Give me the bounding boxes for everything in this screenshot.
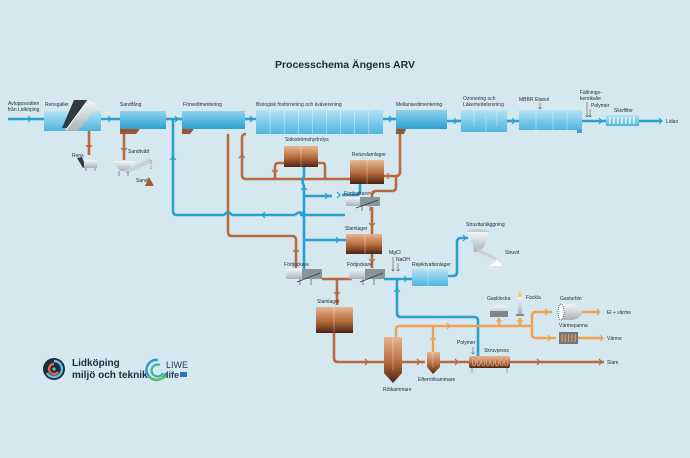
label-varmepanna: Värmepanna: [559, 323, 588, 329]
label-struvitanlaggning: Struvitanläggning: [466, 222, 505, 228]
struvitanlaggning: [467, 229, 503, 266]
efterrotkammare: [427, 352, 440, 374]
filter-disc: [609, 117, 611, 124]
label-polymer-bottom: Polymer: [457, 340, 476, 346]
label-ozonering-2: Läkemedelsrening: [463, 102, 504, 108]
mellansedimentering: [396, 110, 447, 134]
label-sand: Sand: [136, 178, 148, 184]
label-fackla: Fackla: [526, 295, 541, 301]
label-el-varme: El + värme: [607, 310, 631, 316]
returslamlager: [350, 160, 384, 184]
label-forsedimentering: Försedimentering: [183, 102, 222, 108]
mbbr: [519, 110, 582, 133]
filter-disc: [633, 117, 635, 124]
label-mgcl: MgCl: [389, 250, 401, 256]
screw-coil: [490, 357, 495, 367]
filter-disc: [621, 117, 623, 124]
label-rensgaller: Rensgaller: [45, 102, 69, 108]
forsedimentering: [182, 111, 245, 134]
label-slamlager-1: Slamlager: [345, 226, 368, 232]
sandtvatt-unit: [113, 158, 153, 176]
fortjockare-3: [349, 269, 385, 285]
label-sandtvatt: Sandtvätt: [128, 149, 150, 155]
screw-coil: [472, 357, 476, 367]
rotkammare: [384, 337, 402, 383]
gas-pipes: [394, 308, 604, 352]
fortjockare-1: [346, 197, 380, 211]
label-rens: Rens: [72, 153, 84, 159]
lidkoping-logo-line-1: Lidköping: [72, 358, 120, 369]
label-mbbr: MBBR: [519, 97, 534, 103]
label-fortjockare-1: Förtjockare: [344, 191, 369, 197]
sand-pile: [145, 177, 154, 186]
screw-coil: [499, 357, 504, 367]
rens-container: [77, 157, 97, 171]
label-biologisk: Biologisk fosforrening och kväverening: [256, 102, 342, 108]
label-mellansedimentering: Mellansedimentering: [396, 102, 442, 108]
label-fallningskemikalie-2: kemikalie: [580, 96, 601, 102]
label-slamlager-2: Slamlager: [317, 299, 340, 305]
ozonering: [461, 110, 507, 132]
liwe-logo-line-2: life: [166, 370, 179, 380]
rejektvattenlager: [412, 269, 448, 286]
liwe-logo-line-1: LIWE: [166, 360, 188, 370]
screw-coil: [504, 357, 509, 367]
label-slam: Slam: [607, 360, 618, 366]
screw-coil: [481, 357, 486, 367]
biologisk-rening: [256, 110, 383, 134]
label-sandfang: Sandfång: [120, 101, 142, 108]
label-rotkammare: Rötkammare: [383, 387, 412, 393]
varmepanna: [559, 332, 578, 344]
filter-disc: [617, 117, 619, 124]
label-ozonering-1: Ozonering och: [463, 96, 496, 102]
label-polymer-top: Polymer: [591, 103, 610, 109]
lidkoping-logo-line-2: miljö och teknik: [72, 370, 148, 381]
label-rejektvattenlager: Rejektvattenlager: [412, 262, 451, 268]
gasturbin: [557, 303, 582, 321]
skivfilter: [606, 115, 639, 126]
sidostromshydrolys: [284, 146, 318, 167]
label-returslamlager: Returslamlager: [352, 152, 386, 158]
screw-coil: [485, 357, 490, 367]
screw-coil: [495, 357, 499, 367]
water-return-pipes: [169, 119, 480, 360]
label-skivfilter: Skivfilter: [614, 108, 633, 114]
fortjockare-2: [286, 269, 322, 285]
label-fallningskemikalie-1: Fällnings-: [580, 90, 602, 96]
diagram-title: Processchema Ängens ARV: [275, 58, 415, 71]
label-inflow-2: från Lidköping: [8, 106, 40, 113]
sludge-pipes: [226, 132, 604, 366]
rensgaller: [44, 99, 101, 131]
skruvpress: [469, 356, 510, 373]
slamlager-1: [346, 234, 382, 254]
gasklocka: [490, 305, 508, 317]
screw-coil: [476, 357, 481, 367]
filter-disc: [629, 117, 631, 124]
label-struvit: Struvit: [505, 250, 520, 256]
label-skruvpress: Skruvpress: [484, 348, 510, 354]
sandfang: [120, 111, 166, 134]
label-fortjockare-2: Förtjockare: [284, 262, 309, 268]
label-etanol: Etanol: [535, 97, 549, 103]
fackla: [516, 290, 524, 316]
label-gasturbin: Gasturbin: [560, 296, 582, 302]
label-fortjockare-3: Förtjockare: [347, 262, 372, 268]
label-inflow-1: Avloppsvatten: [8, 101, 40, 107]
label-lidan: Lidan: [666, 119, 678, 125]
label-naoh: NaOH: [396, 257, 410, 263]
filter-disc: [613, 117, 615, 124]
liwe-logo: [145, 358, 187, 382]
label-varme: Värme: [607, 336, 622, 342]
label-sidostromshydrolys: Sidoströmshydrolys: [285, 137, 329, 143]
label-gasklocka: Gasklocka: [487, 296, 511, 302]
label-efterrotkammare: Efterrötkammare: [418, 377, 455, 383]
slamlager-2: [316, 307, 353, 333]
lidkoping-logo: [43, 358, 65, 380]
filter-disc: [625, 117, 627, 124]
